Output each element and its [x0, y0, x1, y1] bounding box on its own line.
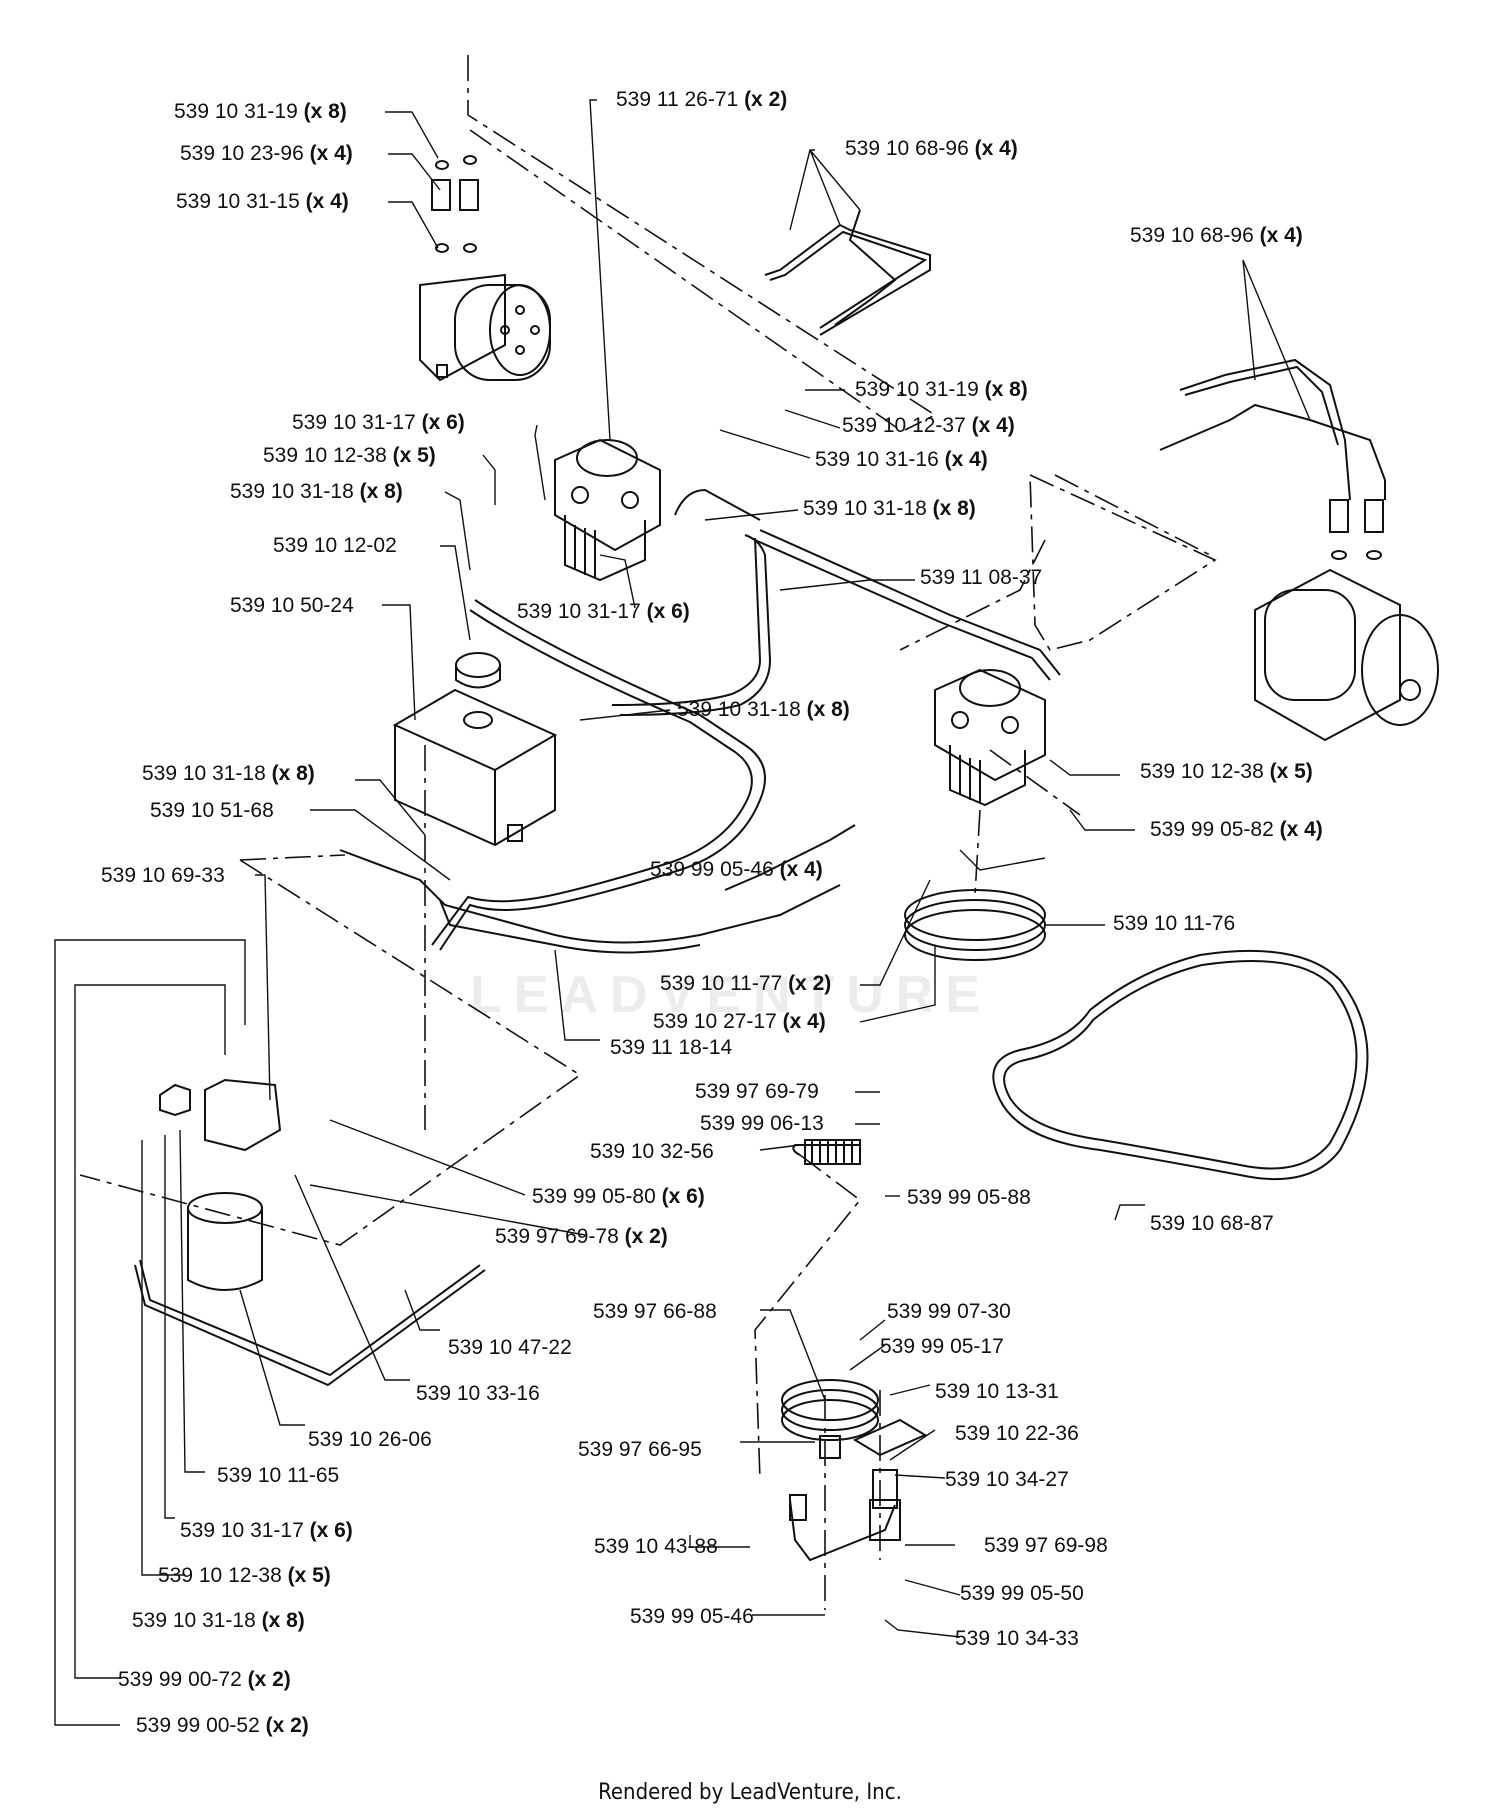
- part-label: 539 10 31-17 (x 6): [292, 411, 465, 434]
- oil-filter-assembly: [134, 1078, 486, 1387]
- part-label: 539 99 05-17: [880, 1335, 1004, 1358]
- part-label: 539 97 66-95: [578, 1438, 702, 1461]
- part-label: 539 10 12-38 (x 5): [1140, 760, 1313, 783]
- part-label: 539 99 05-50: [960, 1582, 1084, 1605]
- part-label: 539 10 68-96 (x 4): [1130, 224, 1303, 247]
- part-label: 539 10 50-24: [230, 594, 354, 617]
- part-label: 539 99 05-80 (x 6): [532, 1185, 705, 1208]
- part-label: 539 10 31-19 (x 8): [174, 100, 347, 123]
- part-label: 539 99 06-13: [700, 1112, 824, 1135]
- hydraulic-tank: [392, 652, 558, 847]
- part-label: 539 10 68-96 (x 4): [845, 137, 1018, 160]
- part-label: 539 11 26-71 (x 2): [616, 88, 788, 111]
- part-label: 539 10 11-76: [1113, 912, 1236, 935]
- part-label: 539 10 11-77 (x 2): [660, 972, 832, 995]
- part-label: 539 10 31-18 (x 8): [132, 1609, 305, 1632]
- part-label: 539 99 05-46: [630, 1605, 754, 1628]
- part-label: 539 99 05-82 (x 4): [1150, 818, 1323, 841]
- part-label: 539 10 69-33: [101, 864, 225, 887]
- part-label: 539 10 68-87: [1150, 1212, 1274, 1235]
- part-label: 539 97 66-88: [593, 1300, 717, 1323]
- part-label: 539 97 69-98: [984, 1534, 1108, 1557]
- part-label: 539 10 12-02: [273, 534, 397, 557]
- footer-credit: Rendered by LeadVenture, Inc.: [598, 1780, 902, 1805]
- part-label: 539 10 31-18 (x 8): [677, 698, 850, 721]
- part-label: 539 99 00-72 (x 2): [118, 1668, 291, 1691]
- part-label: 539 99 05-46 (x 4): [650, 858, 823, 881]
- part-label: 539 10 33-16: [416, 1382, 540, 1405]
- part-label: 539 10 51-68: [150, 799, 274, 822]
- part-label: 539 10 43-88: [594, 1535, 718, 1558]
- spring: [792, 1139, 861, 1165]
- part-label: 539 10 13-31: [935, 1380, 1059, 1403]
- leader-lines: [54, 99, 1311, 1726]
- part-label: 539 10 22-36: [955, 1422, 1079, 1445]
- part-label: 539 99 05-88: [907, 1186, 1031, 1209]
- part-label: 539 10 27-17 (x 4): [653, 1010, 826, 1033]
- hydraulic-lines-top: [764, 209, 1386, 501]
- part-label: 539 97 69-79: [695, 1080, 819, 1103]
- part-label: 539 10 34-27: [945, 1468, 1069, 1491]
- wheel-motor-right: [1254, 499, 1439, 742]
- part-label: 539 10 31-17 (x 6): [517, 600, 690, 623]
- part-label: 539 97 69-78 (x 2): [495, 1225, 668, 1248]
- part-label: 539 10 31-16 (x 4): [815, 448, 988, 471]
- part-label: 539 10 31-18 (x 8): [142, 762, 315, 785]
- part-label: 539 99 00-52 (x 2): [136, 1714, 309, 1737]
- part-label: 539 11 08-37: [920, 566, 1043, 589]
- part-label: 539 10 32-56: [590, 1140, 714, 1163]
- part-label: 539 10 11-65: [217, 1464, 340, 1487]
- part-label: 539 10 31-18 (x 8): [803, 497, 976, 520]
- part-label: 539 10 23-96 (x 4): [180, 142, 353, 165]
- part-label: 539 10 12-38 (x 5): [263, 444, 436, 467]
- wheel-motor-left: [419, 155, 551, 382]
- part-label: 539 10 12-37 (x 4): [842, 414, 1015, 437]
- part-label: 539 10 12-38 (x 5): [158, 1564, 331, 1587]
- part-label: 539 10 31-15 (x 4): [176, 190, 349, 213]
- hoses: [339, 488, 1061, 954]
- drive-belt: [992, 949, 1369, 1181]
- hydraulic-pump-upper: [554, 438, 661, 582]
- part-label: 539 10 34-33: [955, 1627, 1079, 1650]
- part-label: 539 99 07-30: [887, 1300, 1011, 1323]
- part-label: 539 10 31-19 (x 8): [855, 378, 1028, 401]
- alignment-lines: [79, 55, 1217, 1610]
- hydraulic-pump-lower: [934, 668, 1046, 807]
- part-label: 539 11 18-14: [610, 1036, 733, 1059]
- part-label: 539 10 26-06: [308, 1428, 432, 1451]
- part-label: 539 10 31-17 (x 6): [180, 1519, 353, 1542]
- part-label: 539 10 47-22: [448, 1336, 572, 1359]
- part-label: 539 10 31-18 (x 8): [230, 480, 403, 503]
